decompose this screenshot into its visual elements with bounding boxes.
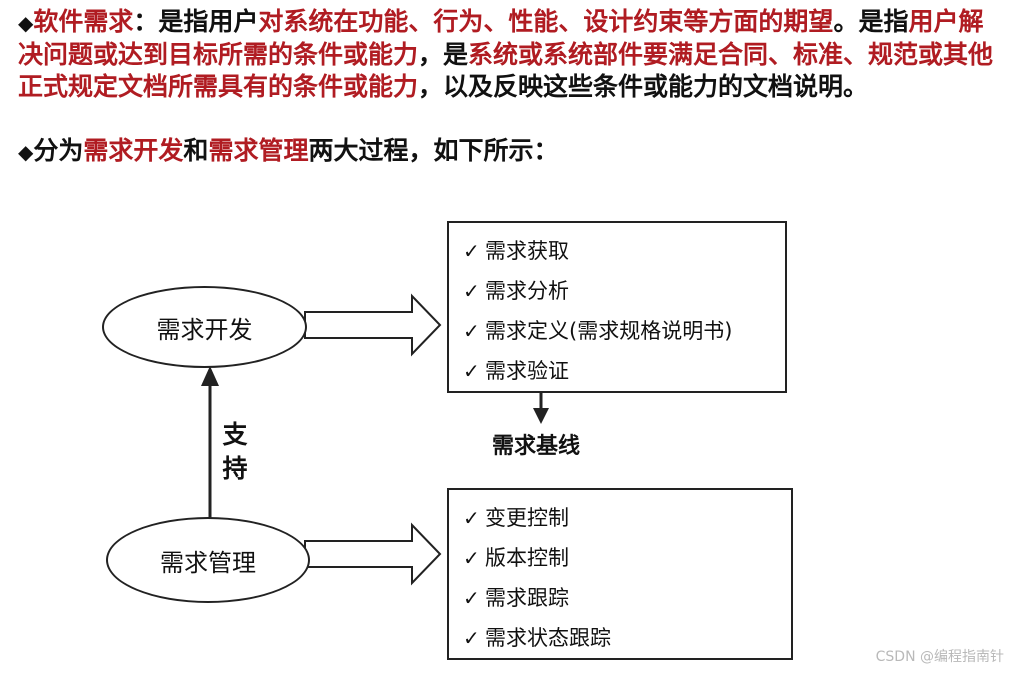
p1-seg-2: 对系统在功能、行为、性能、设计约束等方面的期望: [258, 7, 834, 36]
dev-arrow-icon: [304, 293, 442, 357]
paragraph-two-processes: ◆分为需求开发和需求管理两大过程，如下所示：: [18, 135, 1003, 168]
list-item: ✓变更控制: [463, 498, 791, 538]
diamond-bullet-icon: ◆: [18, 11, 34, 35]
p2-seg-1: 需求开发: [83, 136, 184, 165]
dev-label: 需求开发: [156, 315, 253, 344]
p1-seg-0: 软件需求: [33, 7, 134, 36]
list-item: ✓需求获取: [463, 231, 785, 271]
dev-item-label: 需求获取: [485, 239, 569, 263]
check-icon: ✓: [463, 319, 480, 343]
p2-seg-3: 需求管理: [208, 136, 309, 165]
p2-seg-0: 分为: [33, 136, 84, 165]
intro-text: ◆软件需求：是指用户对系统在功能、行为、性能、设计约束等方面的期望。是指用户解决…: [18, 6, 1003, 168]
support-char-2: 持: [222, 454, 248, 483]
dev-item-label: 需求定义(需求规格说明书): [485, 319, 733, 343]
p1-seg-6: 系统或系统部件要满足合同、标准、规范或其他正式规定文档所需具有的条件或能力: [18, 40, 994, 101]
check-icon: ✓: [463, 359, 480, 383]
diamond-bullet-icon: ◆: [18, 140, 34, 164]
baseline-label: 需求基线: [492, 434, 581, 459]
p1-seg-7: ，以及反映这些条件或能力的文档说明。: [418, 72, 869, 101]
mgmt-activities-box: ✓变更控制 ✓版本控制 ✓需求跟踪 ✓需求状态跟踪: [447, 488, 793, 660]
p2-seg-4: 两大过程，如下所示：: [308, 136, 559, 165]
dev-activities-box: ✓需求获取 ✓需求分析 ✓需求定义(需求规格说明书) ✓需求验证: [447, 221, 787, 393]
check-icon: ✓: [463, 239, 480, 263]
paragraph-software-requirement: ◆软件需求：是指用户对系统在功能、行为、性能、设计约束等方面的期望。是指用户解决…: [18, 6, 1003, 103]
dev-item-label: 需求验证: [485, 359, 569, 383]
dev-ellipse: 需求开发: [102, 286, 307, 368]
list-item: ✓需求定义(需求规格说明书): [463, 311, 785, 351]
mgmt-item-label: 版本控制: [485, 546, 569, 570]
check-icon: ✓: [463, 279, 480, 303]
list-item: ✓版本控制: [463, 538, 791, 578]
watermark: CSDN @编程指南针: [875, 649, 1004, 665]
p1-seg-1: ：是指用户: [133, 7, 259, 36]
list-item: ✓需求跟踪: [463, 578, 791, 618]
p1-seg-4: 用户解决问题或达到目标所需的条件或能力: [18, 7, 984, 69]
mgmt-label: 需求管理: [160, 548, 256, 577]
dev-item-label: 需求分析: [485, 279, 569, 303]
support-label: 支 持: [220, 418, 250, 486]
list-item: ✓需求状态跟踪: [463, 618, 791, 658]
support-char-1: 支: [222, 420, 248, 449]
baseline-arrow-icon: [533, 408, 549, 424]
mgmt-item-label: 需求状态跟踪: [485, 626, 611, 650]
check-icon: ✓: [463, 586, 480, 610]
p1-seg-3: 。是指: [833, 7, 909, 36]
p1-seg-5: ，是: [418, 40, 469, 69]
list-item: ✓需求验证: [463, 351, 785, 391]
mgmt-ellipse: 需求管理: [106, 517, 310, 603]
check-icon: ✓: [463, 546, 480, 570]
check-icon: ✓: [463, 626, 480, 650]
mgmt-item-label: 需求跟踪: [485, 586, 569, 610]
mgmt-arrow-icon: [304, 522, 442, 586]
p2-seg-2: 和: [183, 136, 209, 165]
check-icon: ✓: [463, 506, 480, 530]
mgmt-item-label: 变更控制: [485, 506, 569, 530]
support-arrow-icon: [201, 366, 219, 386]
list-item: ✓需求分析: [463, 271, 785, 311]
